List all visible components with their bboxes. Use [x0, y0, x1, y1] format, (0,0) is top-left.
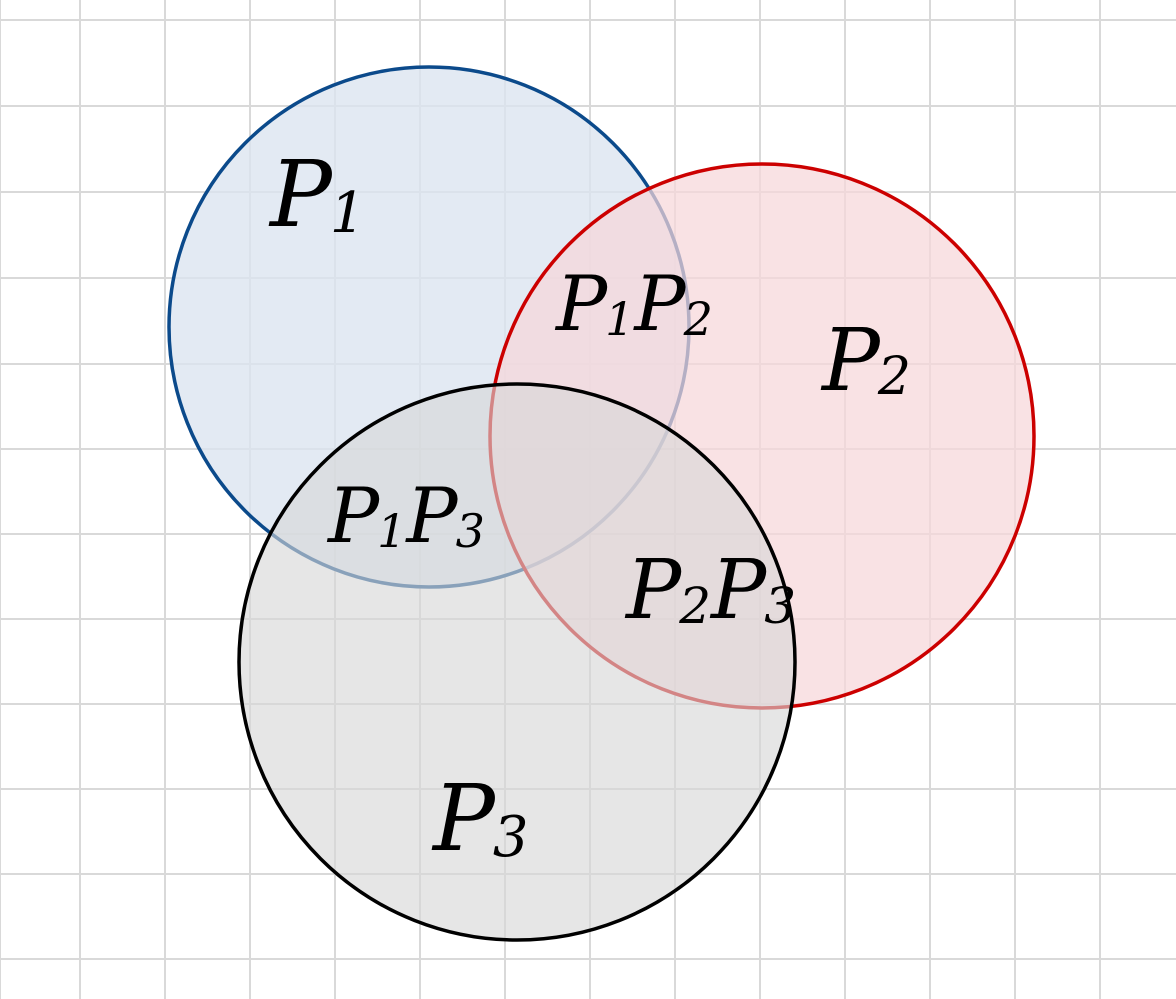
label-p1p3-second-letter: P — [404, 471, 459, 560]
label-p2p3-second-letter: P — [709, 543, 768, 638]
label-p1p3-second-subscript: 3 — [456, 504, 485, 558]
region-labels: P1 P2 P3 P1P2 P1P3 P2P3 — [268, 141, 911, 872]
set-p3-circle — [237, 382, 797, 942]
label-p2p3-first-subscript: 2 — [678, 577, 711, 635]
label-p2p3: P2P3 — [624, 543, 796, 638]
label-p1p2-first-subscript: 1 — [605, 292, 634, 346]
label-p1p2-second-subscript: 2 — [683, 292, 713, 346]
label-p2-letter: P — [820, 311, 882, 411]
label-p1p3-first-subscript: 1 — [377, 504, 406, 558]
label-p1p3: P1P3 — [326, 471, 485, 560]
label-p2-subscript: 2 — [877, 347, 911, 407]
label-p2p3-first-letter: P — [624, 543, 683, 638]
label-p1p3-first-letter: P — [326, 471, 381, 560]
label-p1-letter: P — [268, 141, 334, 248]
label-p3-subscript: 3 — [493, 805, 529, 870]
label-p1p2-first-letter: P — [554, 259, 609, 348]
label-p2: P2 — [820, 311, 911, 411]
label-p1p2-second-letter: P — [632, 259, 687, 348]
set-circles — [167, 65, 1036, 942]
label-p3: P3 — [431, 765, 529, 872]
label-p2p3-second-subscript: 3 — [764, 577, 796, 635]
label-p1p2: P1P2 — [554, 259, 713, 348]
label-p1: P1 — [268, 141, 366, 248]
label-p1-subscript: 1 — [330, 181, 366, 246]
label-p3-letter: P — [431, 765, 497, 872]
